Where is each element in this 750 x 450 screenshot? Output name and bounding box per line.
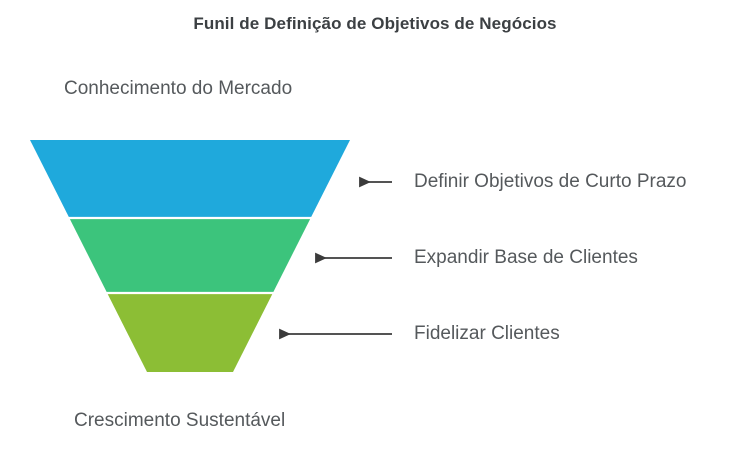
funnel-bottom-label: Crescimento Sustentável: [74, 410, 286, 431]
funnel-segment-1[interactable]: [69, 219, 311, 292]
funnel-top-label: Conhecimento do Mercado: [64, 78, 293, 99]
funnel-segment-0[interactable]: [30, 140, 350, 217]
stage-label-definir-objetivos-de-curto-prazo: Definir Objetivos de Curto Prazo: [414, 171, 687, 192]
stage-label-expandir-base-de-clientes: Expandir Base de Clientes: [414, 247, 638, 268]
stage-label-fidelizar-clientes: Fidelizar Clientes: [414, 323, 560, 344]
chart-title: Funil de Definição de Objetivos de Negóc…: [193, 14, 557, 33]
funnel-segment-2[interactable]: [107, 294, 273, 372]
